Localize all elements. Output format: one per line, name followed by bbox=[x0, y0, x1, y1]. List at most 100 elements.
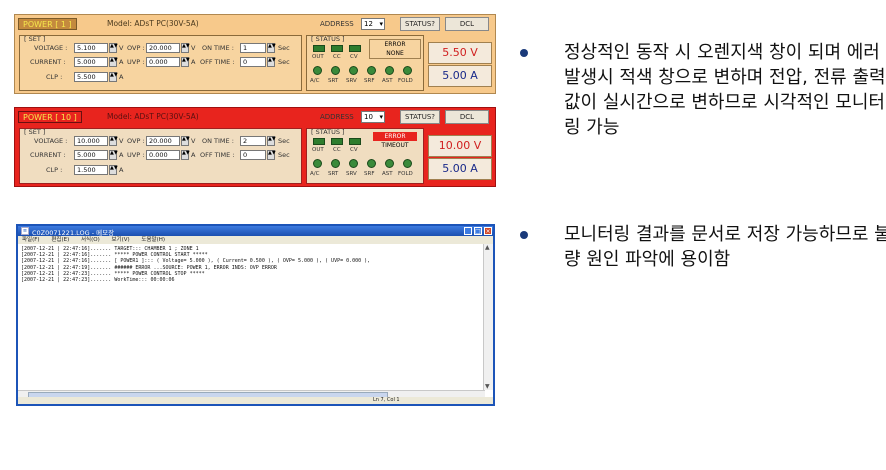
ovp-label: OVP : bbox=[127, 44, 145, 52]
status-button[interactable]: STATUS? bbox=[400, 17, 440, 31]
ovp-input[interactable]: 20.000 bbox=[146, 136, 180, 146]
led-label-srv: SRV bbox=[346, 78, 357, 84]
status-group-label: [ STATUS ] bbox=[311, 128, 345, 136]
uvp-unit: A bbox=[191, 151, 196, 159]
power-indicator[interactable]: POWER [ 1 ] bbox=[18, 18, 77, 30]
clp-spinner[interactable]: ▲▼ bbox=[109, 72, 118, 82]
current-spinner[interactable]: ▲▼ bbox=[109, 57, 118, 67]
led-ac bbox=[313, 66, 322, 75]
offtime-spinner[interactable]: ▲▼ bbox=[267, 57, 276, 67]
voltage-display: 5.50 V bbox=[428, 42, 492, 64]
error-label: ERROR bbox=[384, 41, 406, 48]
led-label-srt: SRT bbox=[328, 171, 339, 177]
clp-label: CLP : bbox=[46, 73, 63, 81]
clp-spinner[interactable]: ▲▼ bbox=[109, 165, 118, 175]
ovp-spinner[interactable]: ▲▼ bbox=[181, 136, 190, 146]
led-srf bbox=[367, 159, 376, 168]
led-label-cc: CC bbox=[333, 147, 341, 153]
ontime-input[interactable]: 2 bbox=[240, 136, 266, 146]
log-line: [2007-12-21 | 22:47:16]....... [ POWER1 … bbox=[21, 258, 371, 265]
led-cc bbox=[331, 138, 343, 145]
ovp-unit: V bbox=[191, 137, 196, 145]
voltage-input[interactable]: 5.100 bbox=[74, 43, 108, 53]
voltage-input[interactable]: 10.000 bbox=[74, 136, 108, 146]
voltage-spinner[interactable]: ▲▼ bbox=[109, 43, 118, 53]
log-text-area[interactable]: [2007-12-21 | 22:47:16]....... TARGET:::… bbox=[18, 244, 485, 390]
menu-help[interactable]: 도움말(H) bbox=[141, 237, 166, 243]
ovp-input[interactable]: 20.000 bbox=[146, 43, 180, 53]
led-srf bbox=[367, 66, 376, 75]
clp-unit: A bbox=[119, 166, 124, 174]
address-select[interactable]: 10 bbox=[361, 111, 385, 123]
menu-file[interactable]: 파일(F) bbox=[22, 237, 40, 243]
current-input[interactable]: 5.000 bbox=[74, 150, 108, 160]
status-group: [ STATUS ] OUT CC CV ERROR TIMEOUT A/C S… bbox=[306, 128, 424, 184]
bullet-icon bbox=[520, 231, 528, 239]
maximize-icon[interactable]: □ bbox=[474, 227, 482, 235]
current-unit: A bbox=[119, 58, 124, 66]
led-label-fold: FOLD bbox=[398, 78, 413, 84]
model-label: Model: ADsT PC(30V-5A) bbox=[107, 112, 199, 121]
current-label: CURRENT : bbox=[30, 58, 66, 66]
dcl-button[interactable]: DCL bbox=[445, 110, 489, 124]
led-label-srf: SRF bbox=[364, 78, 375, 84]
window-titlebar[interactable]: ≡ C0Z0071221.LOG - 메모장 _ □ × bbox=[18, 226, 493, 237]
power-panel-normal: POWER [ 1 ] Model: ADsT PC(30V-5A) ADDRE… bbox=[14, 14, 496, 94]
current-spinner[interactable]: ▲▼ bbox=[109, 150, 118, 160]
bullet-text: 정상적인 동작 시 오렌지색 창이 되며 에러 발생시 적색 창으로 변하며 전… bbox=[564, 42, 886, 138]
ontime-label: ON TIME : bbox=[202, 44, 234, 52]
status-button[interactable]: STATUS? bbox=[400, 110, 440, 124]
log-line: [2007-12-21 | 22:47:16]....... TARGET:::… bbox=[21, 246, 199, 252]
voltage-label: VOLTAGE : bbox=[34, 137, 68, 145]
address-select[interactable]: 12 bbox=[361, 18, 385, 30]
voltage-spinner[interactable]: ▲▼ bbox=[109, 136, 118, 146]
current-display: 5.00 A bbox=[428, 158, 492, 180]
minimize-icon[interactable]: _ bbox=[464, 227, 472, 235]
bullet-icon bbox=[520, 49, 528, 57]
uvp-spinner[interactable]: ▲▼ bbox=[181, 57, 190, 67]
led-out bbox=[313, 138, 325, 145]
uvp-input[interactable]: 0.000 bbox=[146, 150, 180, 160]
power-panel-error: POWER [ 10 ] Model: ADsT PC(30V-5A) ADDR… bbox=[14, 107, 496, 187]
set-group: [ SET ] VOLTAGE : 5.100 ▲▼ V OVP : 20.00… bbox=[19, 35, 302, 91]
uvp-input[interactable]: 0.000 bbox=[146, 57, 180, 67]
close-icon[interactable]: × bbox=[484, 227, 492, 235]
led-label-cv: CV bbox=[350, 147, 358, 153]
error-value: TIMEOUT bbox=[381, 142, 409, 149]
ontime-spinner[interactable]: ▲▼ bbox=[267, 136, 276, 146]
led-srv bbox=[349, 159, 358, 168]
menu-edit[interactable]: 편집(E) bbox=[51, 237, 70, 243]
dcl-button[interactable]: DCL bbox=[445, 17, 489, 31]
led-label-ac: A/C bbox=[310, 171, 320, 177]
address-label: ADDRESS bbox=[320, 113, 354, 121]
ovp-spinner[interactable]: ▲▼ bbox=[181, 43, 190, 53]
current-unit: A bbox=[119, 151, 124, 159]
error-label: ERROR bbox=[373, 132, 417, 141]
model-label: Model: ADsT PC(30V-5A) bbox=[107, 19, 199, 28]
led-fold bbox=[403, 159, 412, 168]
led-fold bbox=[403, 66, 412, 75]
led-srt bbox=[331, 159, 340, 168]
set-group: [ SET ] VOLTAGE : 10.000 ▲▼ V OVP : 20.0… bbox=[19, 128, 302, 184]
clp-input[interactable]: 1.500 bbox=[74, 165, 108, 175]
offtime-input[interactable]: 0 bbox=[240, 57, 266, 67]
offtime-input[interactable]: 0 bbox=[240, 150, 266, 160]
ontime-input[interactable]: 1 bbox=[240, 43, 266, 53]
vertical-scrollbar[interactable] bbox=[483, 244, 493, 390]
log-line: [2007-12-21 | 22:47:19]....... ###### ER… bbox=[21, 264, 277, 271]
offtime-spinner[interactable]: ▲▼ bbox=[267, 150, 276, 160]
current-input[interactable]: 5.000 bbox=[74, 57, 108, 67]
led-out bbox=[313, 45, 325, 52]
led-ast bbox=[385, 66, 394, 75]
panel-topbar: POWER [ 1 ] Model: ADsT PC(30V-5A) ADDRE… bbox=[15, 15, 495, 33]
uvp-spinner[interactable]: ▲▼ bbox=[181, 150, 190, 160]
clp-input[interactable]: 5.500 bbox=[74, 72, 108, 82]
ontime-spinner[interactable]: ▲▼ bbox=[267, 43, 276, 53]
voltage-label: VOLTAGE : bbox=[34, 44, 68, 52]
menu-view[interactable]: 보기(V) bbox=[111, 237, 130, 243]
menu-format[interactable]: 서식(O) bbox=[80, 237, 100, 243]
power-indicator[interactable]: POWER [ 10 ] bbox=[18, 111, 82, 123]
led-cv bbox=[349, 45, 361, 52]
led-label-srv: SRV bbox=[346, 171, 357, 177]
voltage-unit: V bbox=[119, 137, 124, 145]
